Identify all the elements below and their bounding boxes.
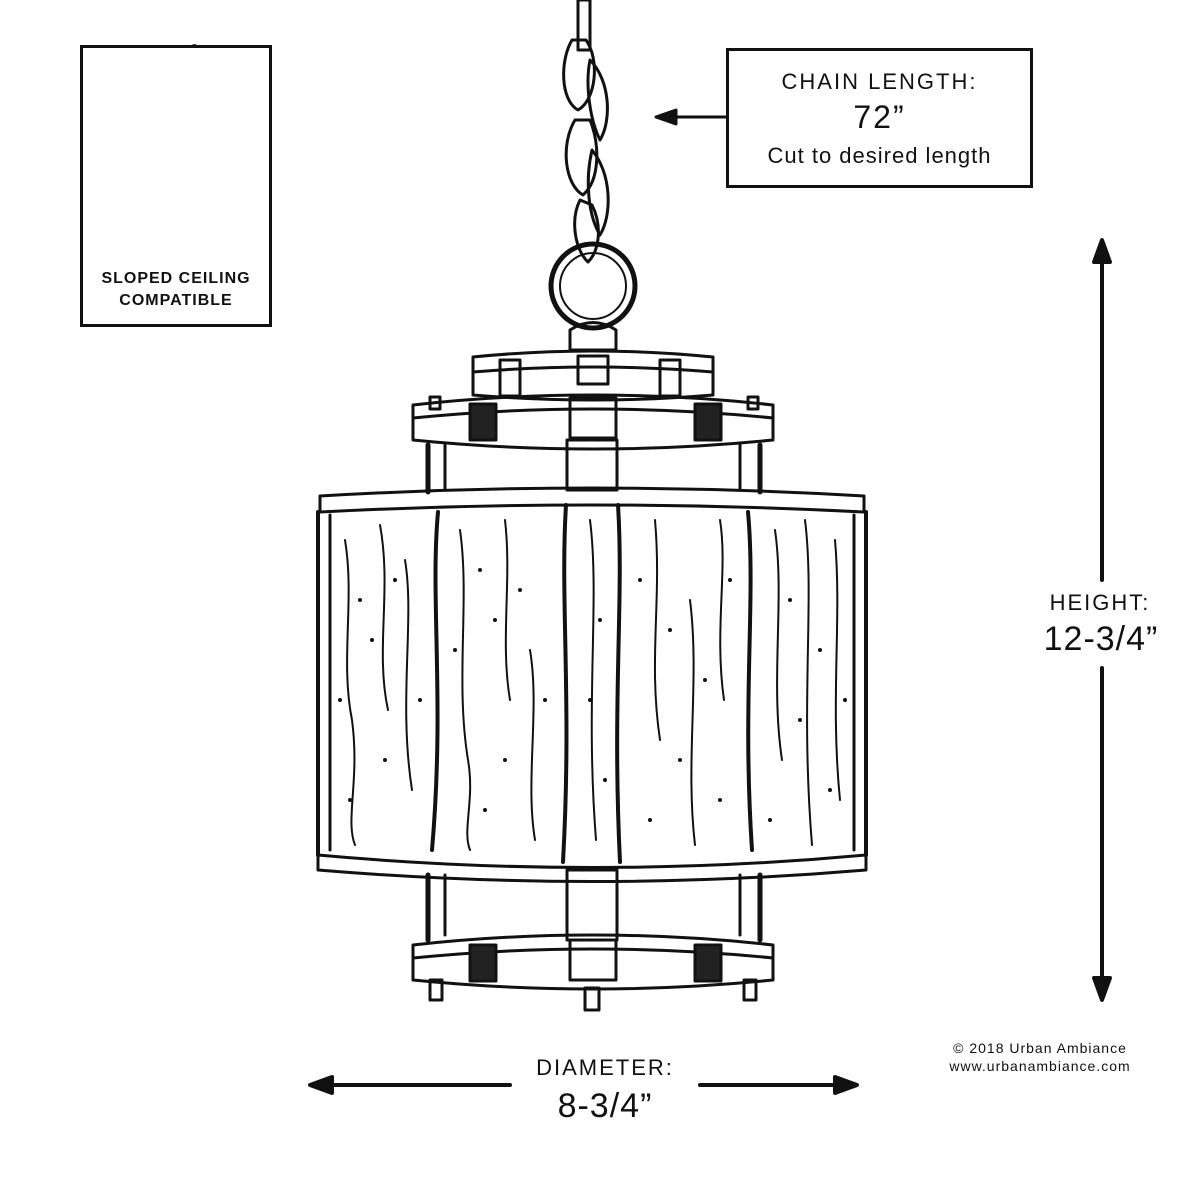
top-cap <box>471 349 715 402</box>
diameter-arrow <box>308 1075 859 1095</box>
sloped-ceiling-box: SLOPED CEILING COMPATIBLE <box>80 45 272 327</box>
sloped-ceiling-line1: SLOPED CEILING <box>101 270 251 287</box>
height-title: HEIGHT: <box>1049 590 1151 615</box>
sloped-ceiling-line2: COMPATIBLE <box>119 292 233 309</box>
chain <box>562 0 610 264</box>
height-arrow <box>1092 238 1112 1002</box>
hanging-ring <box>548 241 638 331</box>
chain-length-note: Cut to desired length <box>767 143 992 168</box>
height-value: 12-3/4” <box>1043 620 1159 658</box>
chain-length-box: CHAIN LENGTH: 72” Cut to desired length <box>726 48 1033 188</box>
chain-length-title: CHAIN LENGTH: <box>781 69 978 94</box>
copyright-url: www.urbanambiance.com <box>949 1058 1131 1074</box>
chain-length-value: 72” <box>853 99 906 135</box>
lower-band <box>411 933 775 1012</box>
glass-shade <box>316 486 868 883</box>
finial <box>568 321 618 352</box>
chain-length-arrow <box>654 108 728 126</box>
diameter-title: DIAMETER: <box>536 1055 674 1080</box>
copyright-line1: © 2018 Urban Ambiance <box>953 1040 1127 1056</box>
diameter-value: 8-3/4” <box>557 1087 653 1125</box>
glass-bubbles <box>338 568 847 822</box>
upper-band <box>411 393 775 451</box>
